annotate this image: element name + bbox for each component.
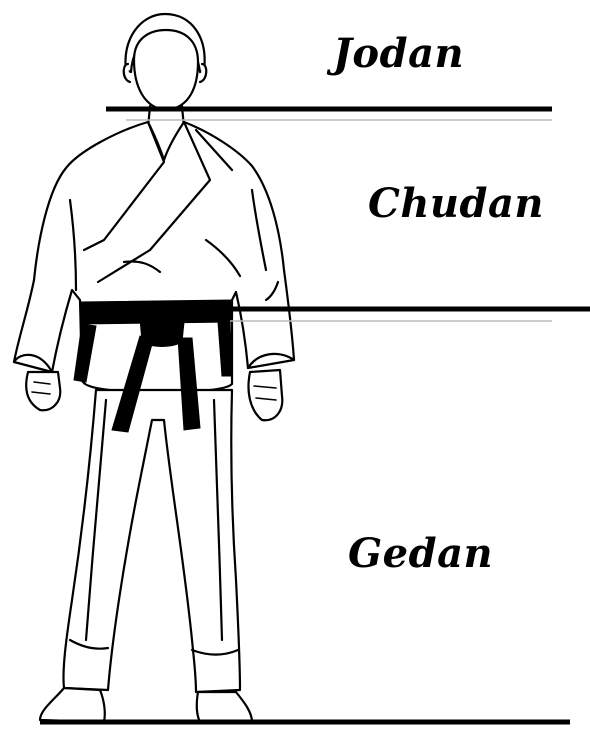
gedan-zone-label: Gedan [348,530,493,577]
left-foot [40,688,105,722]
head-outline [134,30,198,110]
right-foot [197,692,252,722]
jodan-zone-label: Jodan [333,30,464,77]
jacket-outline [14,122,294,392]
chudan-zone-label: Chudan [368,180,544,227]
left-hand [26,372,60,410]
right-hand [249,370,283,420]
